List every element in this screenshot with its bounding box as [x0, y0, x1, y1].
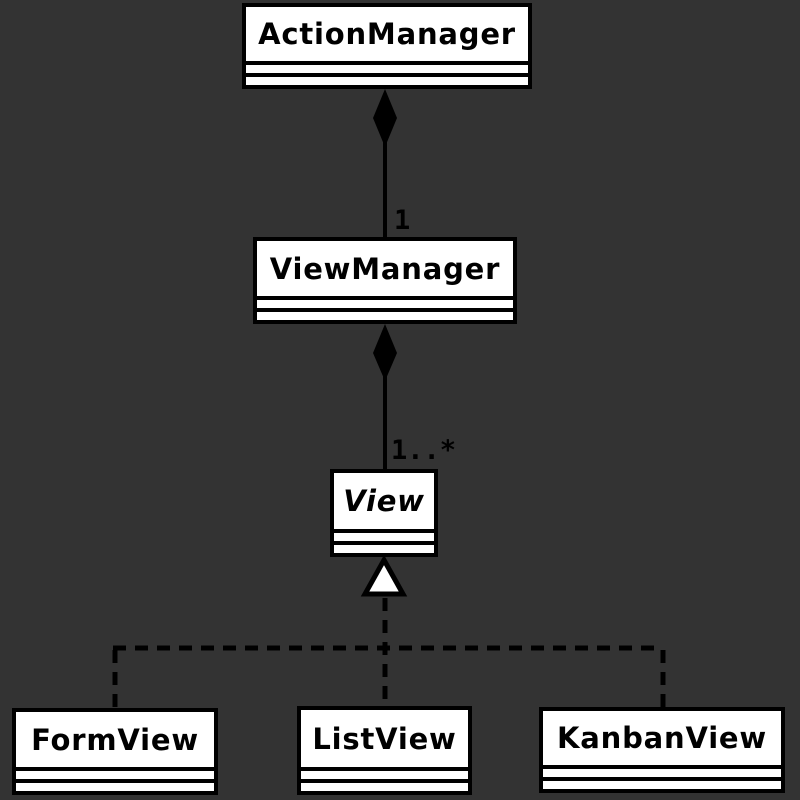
composition-edge-viewmanager-view [373, 324, 397, 471]
class-box-listview: ListView [297, 706, 472, 795]
class-box-viewmanager: ViewManager [253, 237, 517, 324]
operations-compartment [257, 308, 513, 320]
class-box-actionmanager: ActionManager [242, 3, 532, 89]
composition-diamond-icon [373, 89, 397, 147]
operations-compartment [16, 779, 214, 791]
operations-compartment [334, 541, 434, 553]
operations-compartment [301, 779, 468, 791]
inheritance-triangle-icon [360, 554, 408, 597]
class-name-compartment: ActionManager [246, 7, 528, 61]
class-box-formview: FormView [12, 708, 218, 795]
class-name: KanbanView [557, 721, 767, 755]
class-name: ListView [312, 721, 457, 756]
class-name-compartment: KanbanView [543, 711, 781, 765]
class-name-compartment: View [334, 473, 434, 529]
attributes-compartment [246, 61, 528, 73]
attributes-compartment [16, 767, 214, 779]
attributes-compartment [543, 765, 781, 777]
class-name-compartment: FormView [16, 712, 214, 767]
operations-compartment [246, 73, 528, 85]
class-box-view: View [330, 469, 438, 557]
class-name: FormView [31, 722, 199, 757]
attributes-compartment [257, 296, 513, 308]
class-name-compartment: ListView [301, 710, 468, 767]
composition-edge-actionmanager-viewmanager [373, 89, 397, 239]
multiplicity-label-1: 1 [394, 205, 411, 236]
multiplicity-label-1-star: 1..* [391, 435, 457, 466]
operations-compartment [543, 777, 781, 789]
attributes-compartment [301, 767, 468, 779]
realization-edges [112, 598, 666, 708]
class-name: ActionManager [258, 17, 516, 51]
class-box-kanbanview: KanbanView [539, 707, 785, 793]
composition-diamond-icon [373, 324, 397, 381]
class-name: View [343, 484, 425, 518]
class-name-compartment: ViewManager [257, 241, 513, 296]
class-name: ViewManager [269, 251, 501, 286]
attributes-compartment [334, 529, 434, 541]
